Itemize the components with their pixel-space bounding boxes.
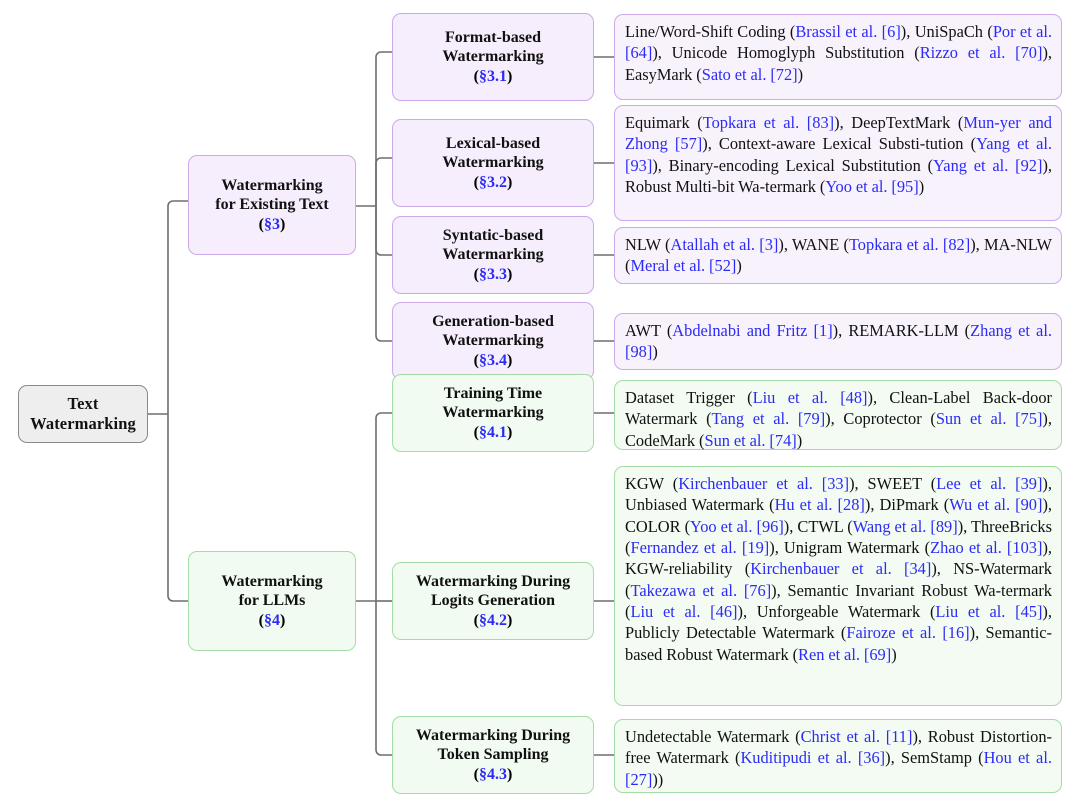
- branch-label-line2: for Existing Text: [215, 196, 329, 214]
- citation-ref[interactable]: Christ et al. [11]: [800, 727, 913, 746]
- methods-box-token-sampling[interactable]: Undetectable Watermark (Christ et al. [1…: [614, 719, 1062, 793]
- citation-ref[interactable]: Hou et al. [27]: [625, 748, 1052, 789]
- branch-section-ref: (§4): [258, 611, 286, 629]
- citation-ref[interactable]: Sun et al. [75]: [935, 409, 1043, 429]
- category-node-syntatic-based[interactable]: Syntatic-based Watermarking (§3.3): [392, 216, 594, 294]
- category-label-line2: Token Sampling: [437, 746, 549, 764]
- category-node-format-based[interactable]: Format-based Watermarking (§3.1): [392, 13, 594, 101]
- citation-ref[interactable]: Kirchenbauer et al. [34]: [750, 559, 932, 579]
- citation-ref[interactable]: Topkara et al. [83]: [702, 113, 835, 132]
- category-node-generation-based[interactable]: Generation-based Watermarking (§3.4): [392, 302, 594, 380]
- branch-label-line1: Watermarking: [221, 177, 323, 195]
- category-node-lexical-based[interactable]: Lexical-based Watermarking (§3.2): [392, 119, 594, 207]
- branch-node-existing-text[interactable]: Watermarking for Existing Text (§3): [188, 155, 356, 255]
- category-label-line2: Watermarking: [442, 48, 544, 66]
- category-section-ref: (§3.3): [473, 265, 513, 283]
- citation-ref[interactable]: Liu et al. [45]: [935, 601, 1043, 621]
- citation-ref[interactable]: Wu et al. [90]: [949, 495, 1043, 515]
- citation-ref[interactable]: Tang et al. [79]: [711, 409, 826, 429]
- citation-ref[interactable]: Liu et al. [48]: [752, 388, 868, 407]
- branch-label-line1: Watermarking: [221, 573, 323, 591]
- category-node-logits-generation[interactable]: Watermarking During Logits Generation (§…: [392, 562, 594, 640]
- methods-box-training-time[interactable]: Dataset Trigger (Liu et al. [48]), Clean…: [614, 380, 1062, 450]
- category-label-line2: Watermarking: [442, 332, 544, 350]
- citation-ref[interactable]: Ren et al. [69]: [798, 644, 892, 664]
- citation-ref[interactable]: Mun-yer and Zhong [57]: [625, 113, 1052, 154]
- citation-ref[interactable]: Yoo et al. [96]: [690, 516, 784, 536]
- category-label-line1: Syntatic-based: [442, 227, 544, 245]
- citation-ref[interactable]: Rizzo et al. [70]: [919, 43, 1043, 63]
- category-section-ref: (§3.1): [473, 67, 513, 85]
- root-node-text-watermarking[interactable]: Text Watermarking: [18, 385, 148, 443]
- root-label-line1: Text: [67, 394, 99, 414]
- citation-ref[interactable]: Lee et al. [39]: [936, 474, 1043, 493]
- category-section-ref: (§4.1): [473, 423, 513, 441]
- category-node-training-time[interactable]: Training Time Watermarking (§4.1): [392, 374, 594, 452]
- branch-node-llms[interactable]: Watermarking for LLMs (§4): [188, 551, 356, 651]
- category-label-line2: Watermarking: [442, 246, 544, 264]
- citation-ref[interactable]: Zhang et al. [98]: [625, 321, 1052, 362]
- methods-box-syntatic-based[interactable]: NLW (Atallah et al. [3]), WANE (Topkara …: [614, 227, 1062, 284]
- methods-box-format-based[interactable]: Line/Word-Shift Coding (Brassil et al. […: [614, 14, 1062, 100]
- citation-ref[interactable]: Hu et al. [28]: [774, 495, 865, 515]
- citation-ref[interactable]: Yang et al. [92]: [933, 155, 1043, 175]
- citation-ref[interactable]: Brassil et al. [6]: [795, 22, 901, 41]
- citation-ref[interactable]: Wang et al. [89]: [852, 516, 958, 536]
- category-label-line1: Watermarking During: [415, 573, 571, 591]
- root-label-line2: Watermarking: [30, 414, 136, 433]
- category-section-ref: (§4.3): [473, 765, 513, 783]
- methods-box-logits-generation[interactable]: KGW (Kirchenbauer et al. [33]), SWEET (L…: [614, 466, 1062, 706]
- category-label-line1: Training Time: [443, 385, 543, 403]
- citation-ref[interactable]: Topkara et al. [82]: [848, 235, 971, 254]
- category-label-line1: Format-based: [445, 29, 541, 47]
- citation-ref[interactable]: Yang et al. [93]: [625, 134, 1052, 175]
- category-section-ref: (§3.4): [473, 351, 513, 369]
- category-label-line2: Watermarking: [442, 404, 544, 422]
- methods-box-generation-based[interactable]: AWT (Abdelnabi and Fritz [1]), REMARK-LL…: [614, 313, 1062, 370]
- category-label-line2: Watermarking: [442, 154, 544, 172]
- category-label-line2: Logits Generation: [431, 592, 555, 610]
- citation-ref[interactable]: Zhao et al. [103]: [930, 537, 1043, 557]
- citation-ref[interactable]: Por et al. [64]: [625, 22, 1053, 63]
- citation-ref[interactable]: Kuditipudi et al. [36]: [740, 748, 886, 768]
- citation-ref[interactable]: Meral et al. [52]: [630, 256, 737, 276]
- category-section-ref: (§3.2): [473, 173, 513, 191]
- category-label-line1: Watermarking During: [415, 727, 571, 745]
- citation-ref[interactable]: Yoo et al. [95]: [825, 176, 919, 196]
- citation-ref[interactable]: Sato et al. [72]: [701, 64, 798, 84]
- category-section-ref: (§4.2): [473, 611, 513, 629]
- citation-ref[interactable]: Abdelnabi and Fritz [1]: [672, 321, 833, 340]
- branch-label-line2: for LLMs: [238, 592, 306, 610]
- citation-ref[interactable]: Fernandez et al. [19]: [630, 537, 770, 557]
- citation-ref[interactable]: Takezawa et al. [76]: [630, 580, 772, 600]
- category-node-token-sampling[interactable]: Watermarking During Token Sampling (§4.3…: [392, 716, 594, 794]
- category-label-line1: Lexical-based: [445, 135, 541, 153]
- citation-ref[interactable]: Sun et al. [74]: [704, 430, 797, 450]
- citation-ref[interactable]: Kirchenbauer et al. [33]: [678, 474, 850, 493]
- methods-box-lexical-based[interactable]: Equimark (Topkara et al. [83]), DeepText…: [614, 105, 1062, 221]
- citation-ref[interactable]: Atallah et al. [3]: [670, 235, 779, 254]
- citation-ref[interactable]: Liu et al. [46]: [630, 601, 738, 621]
- branch-section-ref: (§3): [258, 215, 286, 233]
- category-label-line1: Generation-based: [432, 313, 554, 331]
- citation-ref[interactable]: Fairoze et al. [16]: [846, 623, 970, 643]
